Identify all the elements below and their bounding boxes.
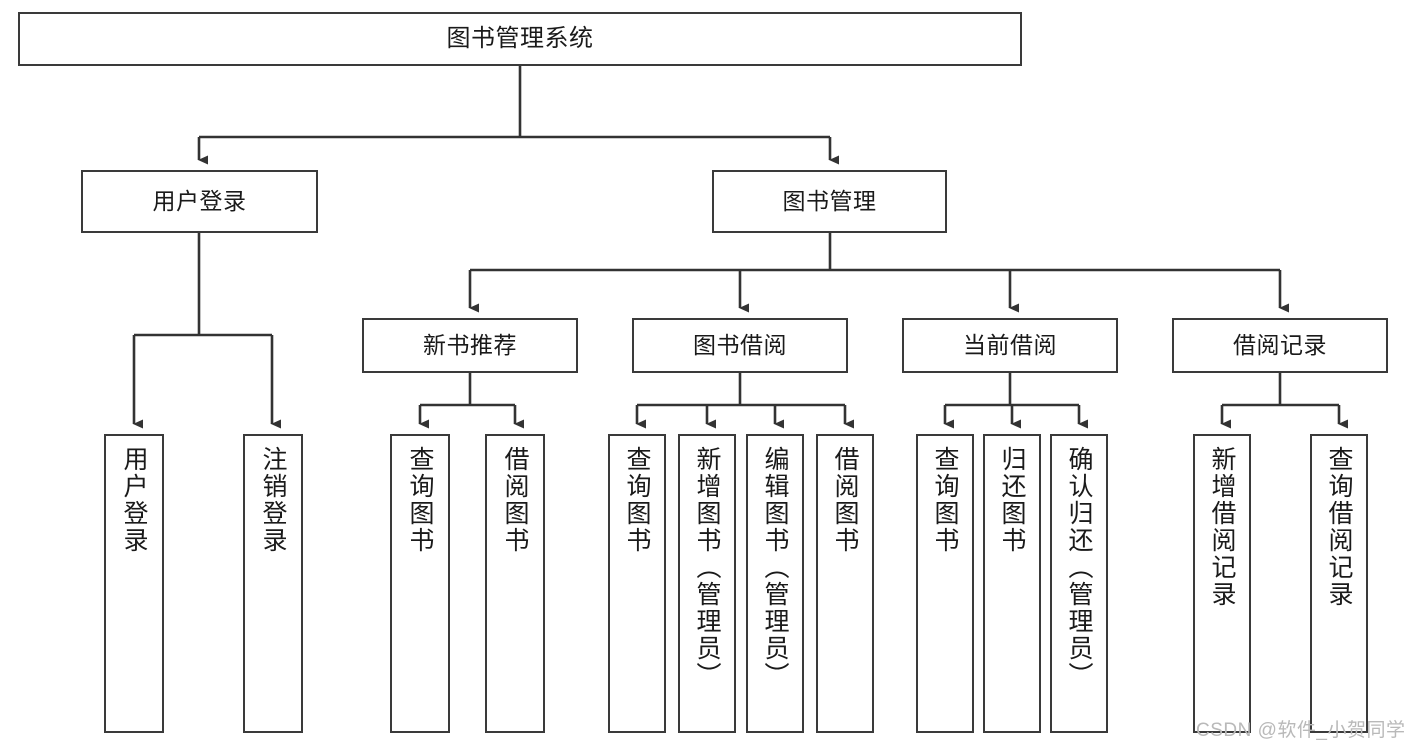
node-root-label: 图书管理系统 [446,24,594,52]
node-leaf-query-book-cb-label: 查询图书 [931,446,959,554]
node-leaf-query-book-rec-label: 查询图书 [406,446,434,554]
node-leaf-user-login-label: 用户登录 [120,446,148,554]
node-leaf-borrow-book-br[interactable]: 借阅图书 [816,434,874,733]
node-leaf-edit-book[interactable]: 编辑图书（管理员） [746,434,804,733]
node-leaf-add-record[interactable]: 新增借阅记录 [1193,434,1251,733]
node-leaf-query-record-label: 查询借阅记录 [1325,446,1353,608]
node-leaf-query-book-br[interactable]: 查询图书 [608,434,666,733]
node-leaf-return-book-label: 归还图书 [998,446,1026,554]
csdn-watermark: CSDN @软件_小贺同学 [1196,720,1405,741]
node-root[interactable]: 图书管理系统 [18,12,1022,66]
node-leaf-add-record-label: 新增借阅记录 [1208,446,1236,608]
node-leaf-borrow-book-rec[interactable]: 借阅图书 [485,434,545,733]
node-borrow-record[interactable]: 借阅记录 [1172,318,1388,373]
node-current-borrow[interactable]: 当前借阅 [902,318,1118,373]
node-current-borrow-label: 当前借阅 [963,331,1057,358]
node-leaf-query-record[interactable]: 查询借阅记录 [1310,434,1368,733]
node-leaf-confirm-return[interactable]: 确认归还（管理员） [1050,434,1108,733]
node-leaf-edit-book-label: 编辑图书（管理员） [761,446,789,689]
node-leaf-logout-label: 注销登录 [259,446,287,554]
node-user-login-label: 用户登录 [152,187,247,214]
node-new-book-rec[interactable]: 新书推荐 [362,318,578,373]
node-leaf-borrow-book-rec-label: 借阅图书 [501,446,529,554]
node-leaf-add-book-label: 新增图书（管理员） [693,446,721,689]
node-leaf-confirm-return-label: 确认归还（管理员） [1065,446,1093,689]
node-user-login[interactable]: 用户登录 [81,170,318,233]
node-leaf-return-book[interactable]: 归还图书 [983,434,1041,733]
node-leaf-add-book[interactable]: 新增图书（管理员） [678,434,736,733]
node-leaf-query-book-cb[interactable]: 查询图书 [916,434,974,733]
node-leaf-query-book-rec[interactable]: 查询图书 [390,434,450,733]
node-leaf-user-login[interactable]: 用户登录 [104,434,164,733]
node-book-manage[interactable]: 图书管理 [712,170,947,233]
node-borrow-record-label: 借阅记录 [1233,331,1327,358]
node-new-book-rec-label: 新书推荐 [423,331,517,358]
node-book-borrow-label: 图书借阅 [693,331,787,358]
node-leaf-query-book-br-label: 查询图书 [623,446,651,554]
node-book-borrow[interactable]: 图书借阅 [632,318,848,373]
node-book-manage-label: 图书管理 [782,187,877,214]
node-leaf-logout[interactable]: 注销登录 [243,434,303,733]
node-leaf-borrow-book-br-label: 借阅图书 [831,446,859,554]
